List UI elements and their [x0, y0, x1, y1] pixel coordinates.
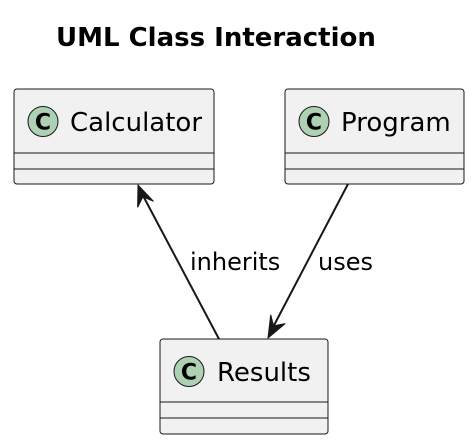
class-results-badge-letter: C [181, 361, 197, 386]
class-calculator-box [13, 88, 215, 185]
class-results[interactable]: C Results [159, 338, 329, 435]
class-calculator-badge-letter: C [35, 111, 51, 136]
class-program-name: Program [341, 108, 451, 138]
class-results-box [159, 338, 329, 435]
class-program-box [284, 88, 465, 185]
relation-uses-label: uses [318, 248, 373, 276]
class-c-icon [173, 356, 205, 387]
arrow-head-icon [267, 314, 286, 340]
relation-inherits-line [139, 189, 220, 340]
class-c-icon [298, 106, 330, 137]
class-calculator-name: Calculator [70, 108, 202, 138]
relation-inherits[interactable]: inherits [137, 183, 281, 340]
arrow-head-icon [137, 183, 154, 208]
class-program-badge-letter: C [306, 111, 322, 136]
relation-inherits-label: inherits [190, 248, 280, 276]
class-c-icon [27, 106, 59, 137]
diagram-title: UML Class Interaction [56, 23, 376, 53]
class-results-name: Results [217, 358, 311, 388]
relation-uses[interactable]: uses [267, 183, 373, 340]
class-program[interactable]: C Program [284, 88, 465, 185]
class-calculator[interactable]: C Calculator [13, 88, 215, 185]
relation-uses-line [269, 183, 349, 334]
